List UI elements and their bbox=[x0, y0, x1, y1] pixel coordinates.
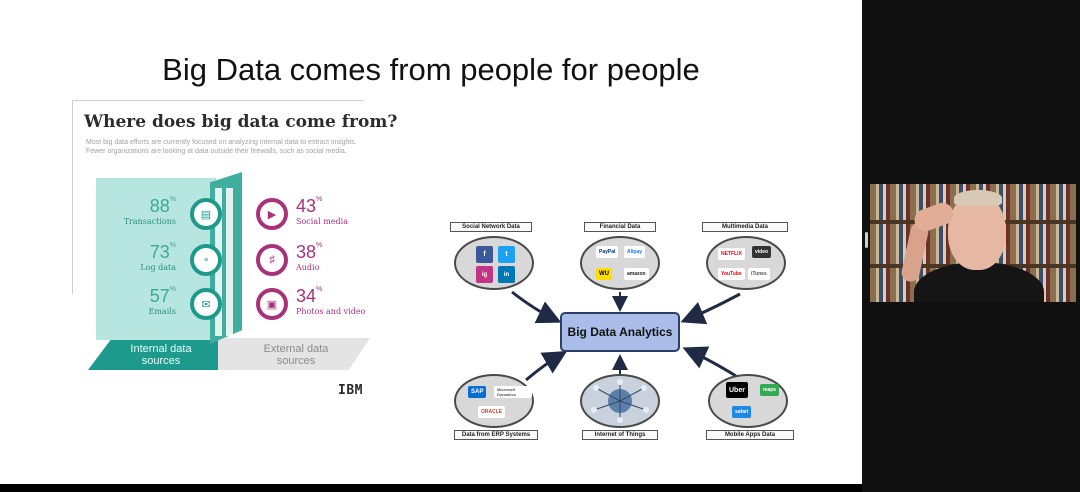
stat-log-data: 73% Log data ≡ bbox=[98, 242, 228, 282]
iot-label: Internet of Things bbox=[582, 430, 658, 440]
photo-icon: ▣ bbox=[256, 288, 288, 320]
ibm-logo: IBM bbox=[338, 383, 363, 398]
itunes-icon: iTunes bbox=[748, 268, 770, 280]
western-union-icon: WU bbox=[596, 268, 612, 280]
stat-label: Audio bbox=[296, 263, 320, 272]
microsoft-dynamics-icon: Microsoft Dynamics bbox=[494, 386, 532, 398]
video-icon: video bbox=[752, 246, 772, 258]
iot-bubble bbox=[580, 374, 660, 428]
multimedia-data-bubble: NETFLIX video YouTube iTunes bbox=[706, 236, 786, 290]
external-floor bbox=[218, 338, 370, 370]
binary-icon: ≡ bbox=[190, 244, 222, 276]
social-network-bubble: f t ig in bbox=[454, 236, 534, 290]
infographic-title: Where does big data come from? bbox=[84, 112, 398, 132]
external-sources-label: External data sources bbox=[263, 343, 329, 367]
resize-handle[interactable] bbox=[865, 232, 868, 248]
bottom-bar bbox=[0, 484, 1080, 492]
financial-data-label: Financial Data bbox=[584, 222, 656, 232]
diagram-arrows bbox=[511, 290, 741, 382]
big-data-diagram: Big Data Analytics Social Network Data f… bbox=[440, 218, 810, 444]
erp-systems-label: Data from ERP Systems bbox=[454, 430, 538, 440]
stat-percent: 88% bbox=[149, 196, 176, 216]
youtube-icon: YouTube bbox=[718, 268, 745, 280]
webcam-video[interactable] bbox=[870, 184, 1076, 302]
arrow-social bbox=[511, 290, 562, 324]
chat-icon: ▶ bbox=[256, 198, 288, 230]
big-data-analytics-box: Big Data Analytics bbox=[560, 312, 680, 352]
facebook-icon: f bbox=[476, 246, 493, 263]
stat-photos-video: ▣ 34% Photos and video bbox=[252, 286, 382, 326]
alipay-icon: Alipay bbox=[624, 246, 646, 258]
social-network-label: Social Network Data bbox=[450, 222, 532, 232]
stat-audio: ♯ 38% Audio bbox=[252, 242, 382, 282]
infographic-subtitle: Most big data efforts are currently focu… bbox=[86, 139, 357, 155]
arrow-multimedia bbox=[680, 292, 741, 325]
stat-label: Photos and video bbox=[296, 307, 366, 316]
maps-icon: maps bbox=[760, 384, 780, 396]
paypal-icon: PayPal bbox=[596, 246, 619, 258]
financial-data-bubble: PayPal Alipay WU amazon bbox=[580, 236, 660, 290]
oracle-icon: ORACLE bbox=[478, 406, 506, 418]
stat-percent: 34% bbox=[296, 286, 323, 306]
mobile-apps-label: Mobile Apps Data bbox=[706, 430, 794, 440]
arrow-erp bbox=[525, 350, 568, 382]
stat-label: Emails bbox=[148, 307, 176, 316]
instagram-icon: ig bbox=[476, 266, 493, 283]
envelope-icon: ✉ bbox=[190, 288, 222, 320]
infographic-frame bbox=[72, 100, 364, 294]
slide-title: Big Data comes from people for people bbox=[162, 52, 700, 87]
stat-emails: 57% Emails ✉ bbox=[98, 286, 228, 326]
arrow-mobile bbox=[682, 346, 737, 378]
stat-label: Log data bbox=[140, 263, 176, 272]
multimedia-data-label: Multimedia Data bbox=[702, 222, 788, 232]
stat-percent: 38% bbox=[296, 242, 323, 262]
speaker-icon: ♯ bbox=[256, 244, 288, 276]
safari-icon: safari bbox=[732, 406, 752, 418]
infographic: Where does big data come from? Most big … bbox=[72, 100, 397, 400]
stat-percent: 57% bbox=[149, 286, 176, 306]
document-icon: ▤ bbox=[190, 198, 222, 230]
presentation-slide: Big Data comes from people for people Wh… bbox=[0, 0, 862, 484]
internal-floor bbox=[88, 338, 238, 370]
stat-transactions: 88% Transactions ▤ bbox=[98, 196, 228, 236]
sap-icon: SAP bbox=[468, 386, 487, 398]
presenter-face bbox=[948, 194, 1006, 270]
iot-network-icon bbox=[591, 379, 649, 423]
stat-percent: 73% bbox=[149, 242, 176, 262]
amazon-icon: amazon bbox=[624, 268, 649, 280]
stat-label: Social media bbox=[296, 217, 348, 226]
uber-icon: Uber bbox=[726, 382, 748, 398]
erp-systems-bubble: SAP Microsoft Dynamics ORACLE bbox=[454, 374, 534, 428]
presenter-hair bbox=[954, 190, 1002, 206]
stat-label: Transactions bbox=[123, 217, 176, 226]
internal-sources-label: Internal data sources bbox=[130, 343, 192, 367]
linkedin-icon: in bbox=[498, 266, 515, 283]
stat-percent: 43% bbox=[296, 196, 323, 216]
twitter-icon: t bbox=[498, 246, 515, 263]
netflix-icon: NETFLIX bbox=[718, 248, 745, 260]
mobile-apps-bubble: Uber maps safari bbox=[708, 374, 788, 428]
stat-social-media: ▶ 43% Social media bbox=[252, 196, 382, 236]
